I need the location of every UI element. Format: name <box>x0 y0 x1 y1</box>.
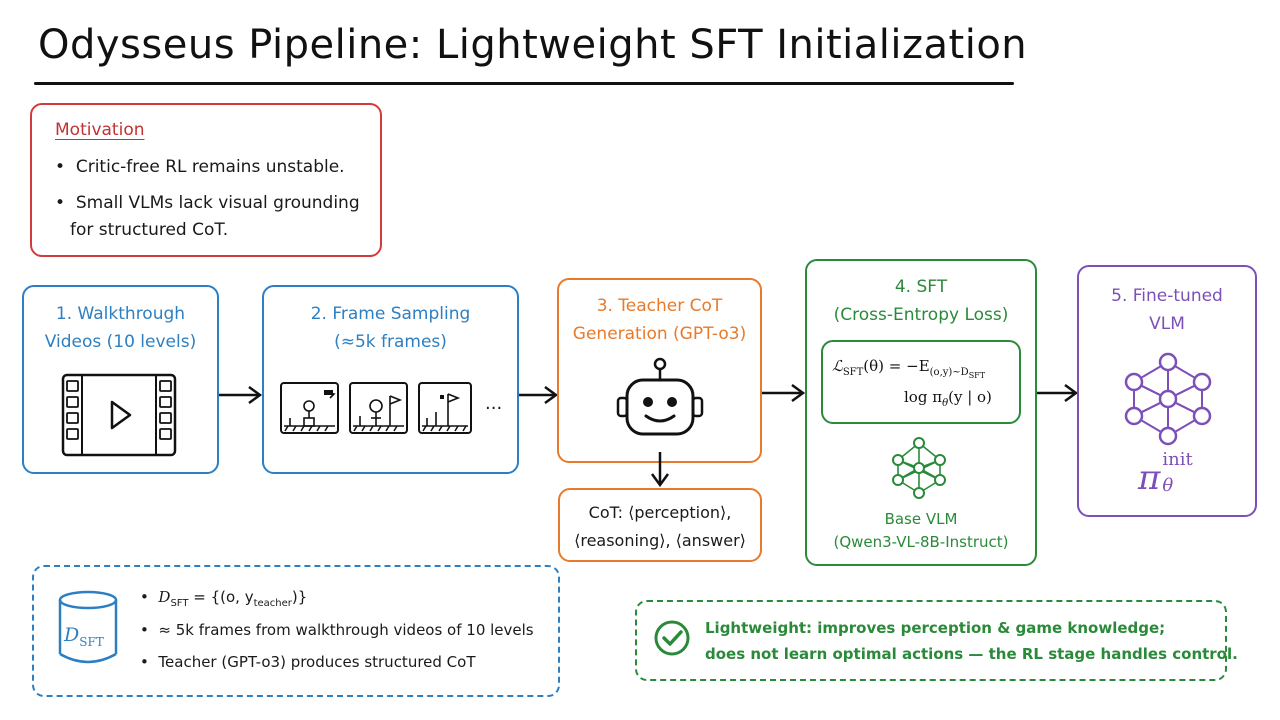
step-2-title-line-2: (≈5k frames) <box>334 332 447 352</box>
step-4-title-line-1: 4. SFT <box>894 277 948 297</box>
cot-line-1: CoT: ⟨perception⟩, <box>588 503 732 522</box>
neural-network-icon <box>1124 352 1212 446</box>
policy-superscript: init <box>1162 449 1193 470</box>
dataset-bullet-3-text: Teacher (GPT-o3) produces structured CoT <box>158 653 476 671</box>
arrow-down-icon <box>650 452 670 488</box>
dataset-bullet-2-text: ≈ 5k frames from walkthrough videos of 1… <box>158 621 534 639</box>
formula-log-policy: log π <box>904 388 943 406</box>
dataset-bullet-3: • Teacher (GPT-o3) produces structured C… <box>140 653 476 671</box>
step-2-title-line-1: 2. Frame Sampling <box>310 304 471 324</box>
dataset-cylinder-label: DSFT <box>64 624 104 649</box>
base-vlm-label: Base VLM <box>884 510 958 528</box>
motivation-bullet-text: Critic-free RL remains unstable. <box>75 157 345 177</box>
motivation-box <box>30 103 382 257</box>
base-vlm-model: (Qwen3-VL-8B-Instruct) <box>833 533 1009 551</box>
step-2-title: 2. Frame Sampling (≈5k frames) <box>262 300 519 356</box>
dataset-def-subscript: SFT <box>170 598 189 609</box>
step-walkthrough-videos <box>22 285 219 474</box>
sft-loss-formula-line-2: log πθ(y | o) <box>904 388 992 409</box>
dataset-symbol-subscript: SFT <box>79 634 104 649</box>
note-line-1: Lightweight: improves perception & game … <box>705 619 1166 637</box>
step-frame-sampling <box>262 285 519 474</box>
check-circle-icon <box>654 620 690 656</box>
arrow-right-icon <box>762 383 806 403</box>
database-cylinder-icon <box>58 590 118 664</box>
cot-output-box <box>558 488 762 562</box>
robot-icon <box>616 357 704 436</box>
formula-expectation: (θ) = −E <box>863 357 930 375</box>
arrow-right-icon <box>519 385 559 405</box>
step-sft <box>805 259 1037 566</box>
formula-expectation-sub-b: SFT <box>968 371 986 380</box>
sft-loss-formula-box <box>821 340 1021 424</box>
cot-output-text: CoT: ⟨perception⟩, ⟨reasoning⟩, ⟨answer⟩ <box>558 499 762 555</box>
step-3-title-line-1: 3. Teacher CoT <box>596 296 723 316</box>
formula-expectation-sub-a: (o,y)~D <box>929 367 969 378</box>
dataset-bullet-1: • DSFT = {(o, yteacher)} <box>140 588 307 609</box>
dataset-def-symbol: D <box>158 588 171 606</box>
step-1-title: 1. Walkthrough Videos (10 levels) <box>22 300 219 356</box>
motivation-bullet-2: • Small VLMs lack visual grounding <box>55 193 360 213</box>
motivation-bullet-2-cont: for structured CoT. <box>70 220 229 240</box>
step-5-title-line-1: 5. Fine-tuned <box>1111 286 1223 306</box>
step-1-title-line-2: Videos (10 levels) <box>44 332 197 352</box>
arrow-right-icon <box>219 385 263 405</box>
step-5-title-line-2: VLM <box>1149 314 1185 334</box>
page-title: Odysseus Pipeline: Lightweight SFT Initi… <box>38 22 1028 68</box>
dataset-def-body: = {(o, y <box>188 588 254 606</box>
bullet-dot: • <box>140 588 149 606</box>
motivation-heading: Motivation <box>55 120 145 140</box>
note-line-2: does not learn optimal actions — the RL … <box>705 645 1238 663</box>
policy-subscript: θ <box>1162 475 1174 496</box>
step-3-title-line-2: Generation (GPT-o3) <box>572 324 747 344</box>
dataset-summary-box <box>32 565 560 697</box>
bullet-dot: • <box>55 193 66 213</box>
cot-line-2: ⟨reasoning⟩, ⟨answer⟩ <box>574 531 746 550</box>
bullet-dot: • <box>55 157 66 177</box>
policy-pi: π <box>1138 458 1161 498</box>
formula-loss-symbol: ℒ <box>832 357 843 375</box>
step-3-title: 3. Teacher CoT Generation (GPT-o3) <box>557 292 762 348</box>
dataset-bullet-2: • ≈ 5k frames from walkthrough videos of… <box>140 621 534 639</box>
formula-conditional: (y | o) <box>948 388 992 406</box>
step-5-title: 5. Fine-tuned VLM <box>1077 282 1257 338</box>
motivation-bullet-1: • Critic-free RL remains unstable. <box>55 157 345 177</box>
step-1-title-line-1: 1. Walkthrough <box>55 304 186 324</box>
step-4-title: 4. SFT (Cross-Entropy Loss) <box>805 273 1037 329</box>
frames-ellipsis: ... <box>485 393 503 414</box>
title-underline <box>34 82 1014 85</box>
neural-network-icon <box>892 437 946 499</box>
game-frame-icon <box>280 382 472 434</box>
lightweight-note-box <box>635 600 1227 681</box>
dataset-def-teacher-subscript: teacher <box>253 598 292 609</box>
bullet-dot: • <box>140 653 149 671</box>
bullet-dot: • <box>140 621 149 639</box>
video-film-icon <box>61 373 177 457</box>
step-fine-tuned-vlm <box>1077 265 1257 517</box>
dataset-symbol: D <box>64 624 80 646</box>
formula-expectation-subscript: (o,y)~DSFT <box>929 367 986 380</box>
dataset-def-close: )} <box>291 588 308 606</box>
formula-theta-subscript: θ <box>942 398 949 409</box>
sft-loss-formula-line-1: ℒSFT(θ) = −E(o,y)~DSFT <box>832 357 985 380</box>
formula-loss-subscript: SFT <box>842 367 864 378</box>
step-4-title-line-2: (Cross-Entropy Loss) <box>833 305 1009 325</box>
policy-scripts: init θ <box>1160 449 1194 496</box>
motivation-bullet-text: Small VLMs lack visual grounding <box>75 193 360 213</box>
arrow-right-icon <box>1037 383 1079 403</box>
